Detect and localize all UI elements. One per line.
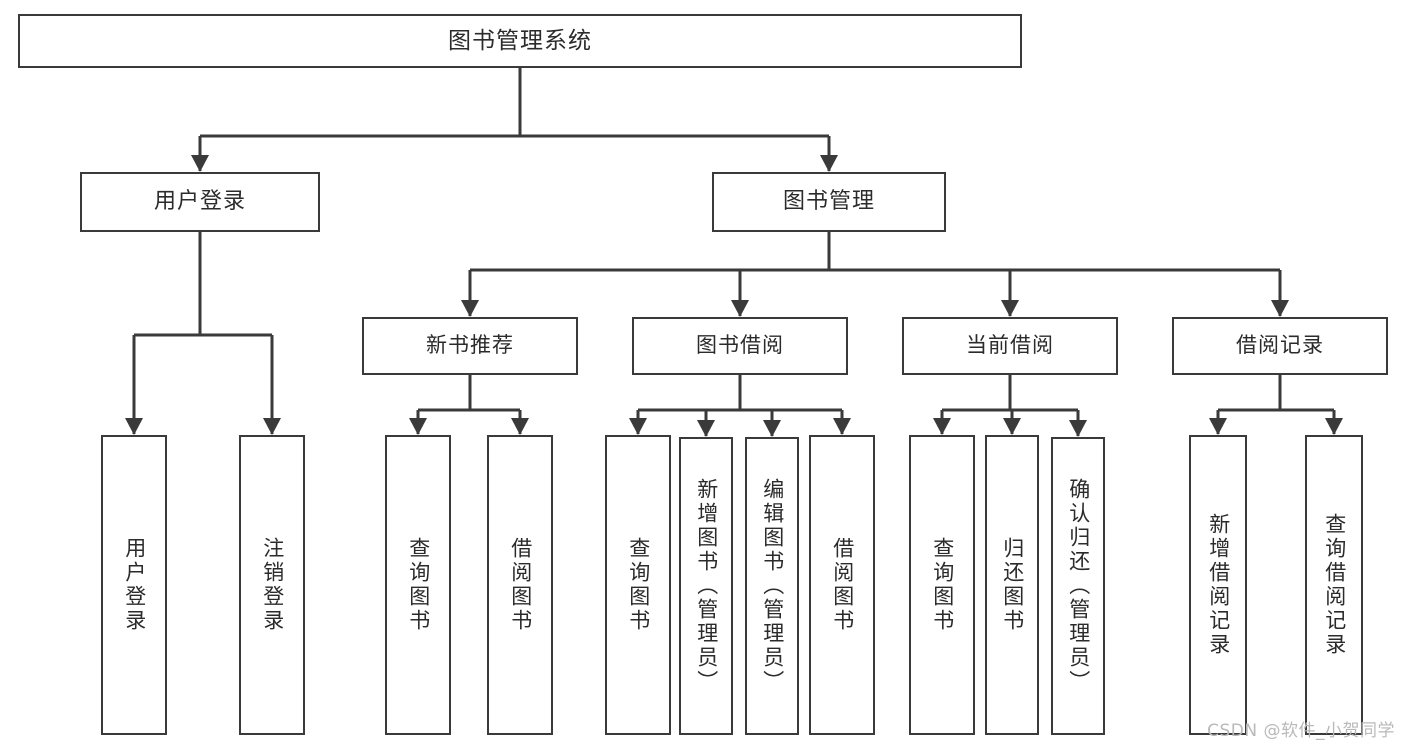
leaf-borrow-book[interactable]: 借阅图书 xyxy=(809,435,875,735)
node-label: 归还图书 xyxy=(1000,537,1025,633)
leaf-return-book[interactable]: 归还图书 xyxy=(985,435,1039,735)
node-borrow-record[interactable]: 借阅记录 xyxy=(1172,317,1388,375)
node-book-borrow[interactable]: 图书借阅 xyxy=(632,317,848,375)
leaf-query-book-current[interactable]: 查询图书 xyxy=(909,435,975,735)
node-root[interactable]: 图书管理系统 xyxy=(18,14,1022,68)
leaf-add-book-admin[interactable]: 新增图书（管理员） xyxy=(679,437,733,735)
node-label: 借阅图书 xyxy=(508,537,533,633)
node-label: 图书管理 xyxy=(782,188,875,214)
node-label: 新增借阅记录 xyxy=(1206,513,1231,657)
node-label: 新增图书（管理员） xyxy=(694,478,719,694)
leaf-query-borrow-record[interactable]: 查询借阅记录 xyxy=(1305,435,1363,735)
node-label: 用户登录 xyxy=(122,537,147,633)
node-label: 查询图书 xyxy=(626,537,651,633)
leaf-query-book-recommend[interactable]: 查询图书 xyxy=(385,435,451,735)
node-book-management[interactable]: 图书管理 xyxy=(712,172,946,232)
node-label: 注销登录 xyxy=(260,537,285,633)
node-label: 借阅图书 xyxy=(830,537,855,633)
node-label: 编辑图书（管理员） xyxy=(760,478,785,694)
watermark: CSDN @软件_小贺同学 xyxy=(1207,721,1395,741)
node-label: 查询图书 xyxy=(406,537,431,633)
node-new-book-recommend[interactable]: 新书推荐 xyxy=(362,317,578,375)
node-label: 图书借阅 xyxy=(696,333,784,358)
node-label: 确认归还（管理员） xyxy=(1066,478,1091,694)
node-label: 借阅记录 xyxy=(1236,333,1324,358)
node-label: 查询借阅记录 xyxy=(1322,513,1347,657)
leaf-confirm-return-admin[interactable]: 确认归还（管理员） xyxy=(1051,437,1105,735)
node-label: 图书管理系统 xyxy=(448,27,592,54)
leaf-logout[interactable]: 注销登录 xyxy=(239,435,305,735)
node-label: 查询图书 xyxy=(930,537,955,633)
node-label: 用户登录 xyxy=(153,188,246,214)
node-current-borrow[interactable]: 当前借阅 xyxy=(902,317,1118,375)
node-user-login[interactable]: 用户登录 xyxy=(80,172,320,232)
leaf-borrow-book-recommend[interactable]: 借阅图书 xyxy=(487,435,553,735)
leaf-user-login[interactable]: 用户登录 xyxy=(101,435,167,735)
leaf-edit-book-admin[interactable]: 编辑图书（管理员） xyxy=(745,437,799,735)
leaf-add-borrow-record[interactable]: 新增借阅记录 xyxy=(1189,435,1247,735)
node-label: 新书推荐 xyxy=(426,333,514,358)
node-label: 当前借阅 xyxy=(966,333,1054,358)
leaf-query-book-borrow[interactable]: 查询图书 xyxy=(605,435,671,735)
